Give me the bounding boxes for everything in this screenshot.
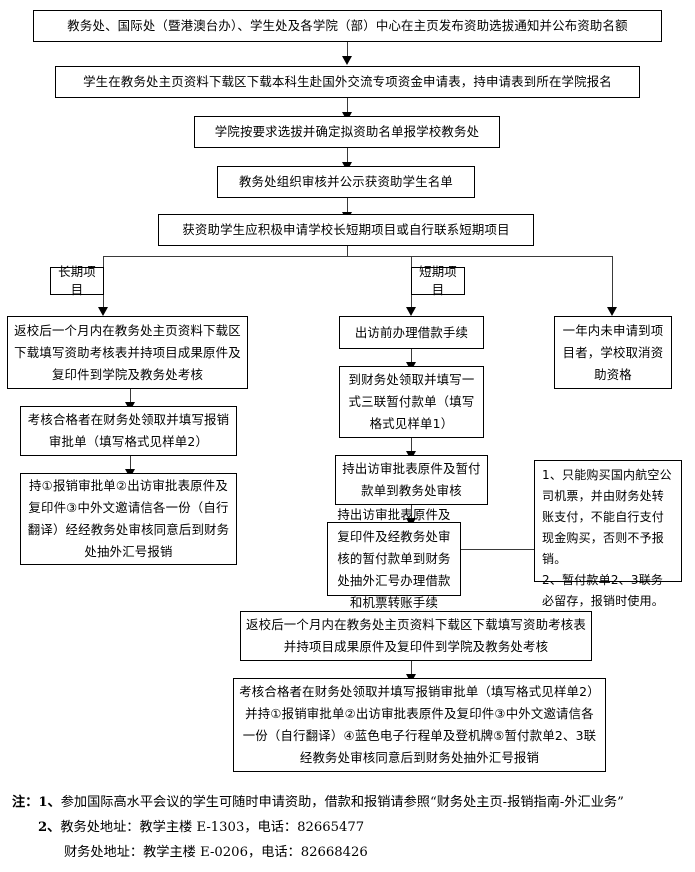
side-note-line-1: 1、只能购买国内航空公司机票，并由财务处转账支付，不能自行支付现金购买，否则不予…: [542, 468, 672, 566]
footer-note-row-3: 财务处地址：教学主楼 E-0206，电话：82668426: [12, 840, 688, 865]
footer-notes-label: 注：: [12, 795, 39, 810]
connector-st3-st4: [411, 505, 412, 522]
flow-node-st-loan-procedure: 出访前办理借款手续: [339, 316, 484, 349]
footer-note-text-1: 参加国际高水平会议的学生可随时申请资助，借款和报销请参照“财务处主页-报销指南-…: [60, 795, 624, 810]
footer-notes: 注：1、参加国际高水平会议的学生可随时申请资助，借款和报销请参照“财务处主页-报…: [12, 790, 688, 865]
flow-node-st-loan-and-ticket: 持出访审批表原件及复印件及经教务处审核的暂付款单到财务处抽外汇号办理借款和机票转…: [327, 507, 461, 610]
branch-bus-horizontal: [103, 256, 612, 257]
flow-node-download-application: 学生在教务处主页资料下载区下载本科生赴国外交流专项资金申请表，持申请表到所在学院…: [55, 66, 640, 98]
connector-st1-st2: [411, 349, 412, 366]
connector-lt1-lt2: [130, 389, 131, 406]
flow-node-publish-notice: 教务处、国际处（暨港澳台办）、学生处及各学院（部）中心在主页发布资助选拔通知并公…: [33, 10, 662, 42]
connector-bus-noprogram: [612, 256, 613, 313]
connector-merge1-merge2: [411, 661, 412, 678]
connector-stbox-sidenote: [461, 549, 534, 550]
flow-node-merge-assessment: 返校后一个月内在教务处主页资料下载区下载填写资助考核表并持项目成果原件及复印件到…: [240, 611, 592, 661]
side-note-ticket-rules: 1、只能购买国内航空公司机票，并由财务处转账支付，不能自行支付现金购买，否则不予…: [534, 460, 682, 608]
flow-node-lt-reimbursement-form: 考核合格者在财务处领取并填写报销审批单（填写格式见样单2）: [20, 406, 237, 456]
footer-note-row-2: 2、教务处地址：教学主楼 E-1303，电话：82665477: [12, 815, 688, 840]
footer-note-text-2: 教务处地址：教学主楼 E-1303，电话：82665477: [60, 820, 365, 835]
flow-node-merge-final-reimbursement: 考核合格者在财务处领取并填写报销审批单（填写格式见样单2）并持①报销审批单②出访…: [233, 678, 606, 772]
branch-label-short-term: 短期项目: [411, 264, 465, 297]
arrow-step1-step2: [342, 56, 352, 65]
flow-node-st-advance-payment-slip: 到财务处领取并填写一式三联暂付款单（填写格式见样单1）: [339, 366, 484, 438]
flow-node-review-publicize: 教务处组织审核并公示获资助学生名单: [217, 166, 475, 198]
connector-step4-step5: [347, 198, 348, 216]
arrow-bus-noprogram: [607, 307, 617, 316]
flow-node-lt-assessment: 返校后一个月内在教务处主页资料下载区下载填写资助考核表并持项目成果原件及复印件到…: [7, 316, 248, 389]
side-note-line-2: 2、暂付款单2、3联务必留存，报销时使用。: [542, 573, 665, 608]
footer-note-index-2: 2、: [38, 820, 61, 835]
footer-note-text-3: 财务处地址：教学主楼 E-0206，电话：82668426: [64, 845, 368, 860]
flow-node-st-academic-review: 持出访审批表原件及暂付款单到教务处审核: [335, 455, 488, 505]
arrow-bus-longterm: [98, 307, 108, 316]
connector-step1-step2: [347, 42, 348, 60]
connector-st2-st3: [411, 438, 412, 455]
branch-label-long-term: 长期项目: [50, 264, 104, 297]
connector-step2-step3: [347, 98, 348, 116]
flow-node-lt-foreign-exchange: 持①报销审批单②出访审批表原件及复印件③中外文邀请信各一份（自行翻译）经经教务处…: [20, 473, 237, 565]
connector-step3-step4: [347, 148, 348, 166]
flow-node-np-cancel-funding: 一年内未申请到项目者，学校取消资助资格: [554, 316, 672, 389]
footer-note-index-1: 1、: [38, 795, 61, 810]
arrow-bus-shortterm: [406, 307, 416, 316]
connector-lt2-lt3: [130, 456, 131, 473]
flow-node-apply-program: 获资助学生应积极申请学校长短期项目或自行联系短期项目: [158, 214, 534, 246]
footer-note-row-1: 注：1、参加国际高水平会议的学生可随时申请资助，借款和报销请参照“财务处主页-报…: [12, 790, 688, 815]
connector-step5-branchbus: [347, 246, 348, 257]
flow-node-college-selection: 学院按要求选拔并确定拟资助名单报学校教务处: [194, 116, 500, 148]
